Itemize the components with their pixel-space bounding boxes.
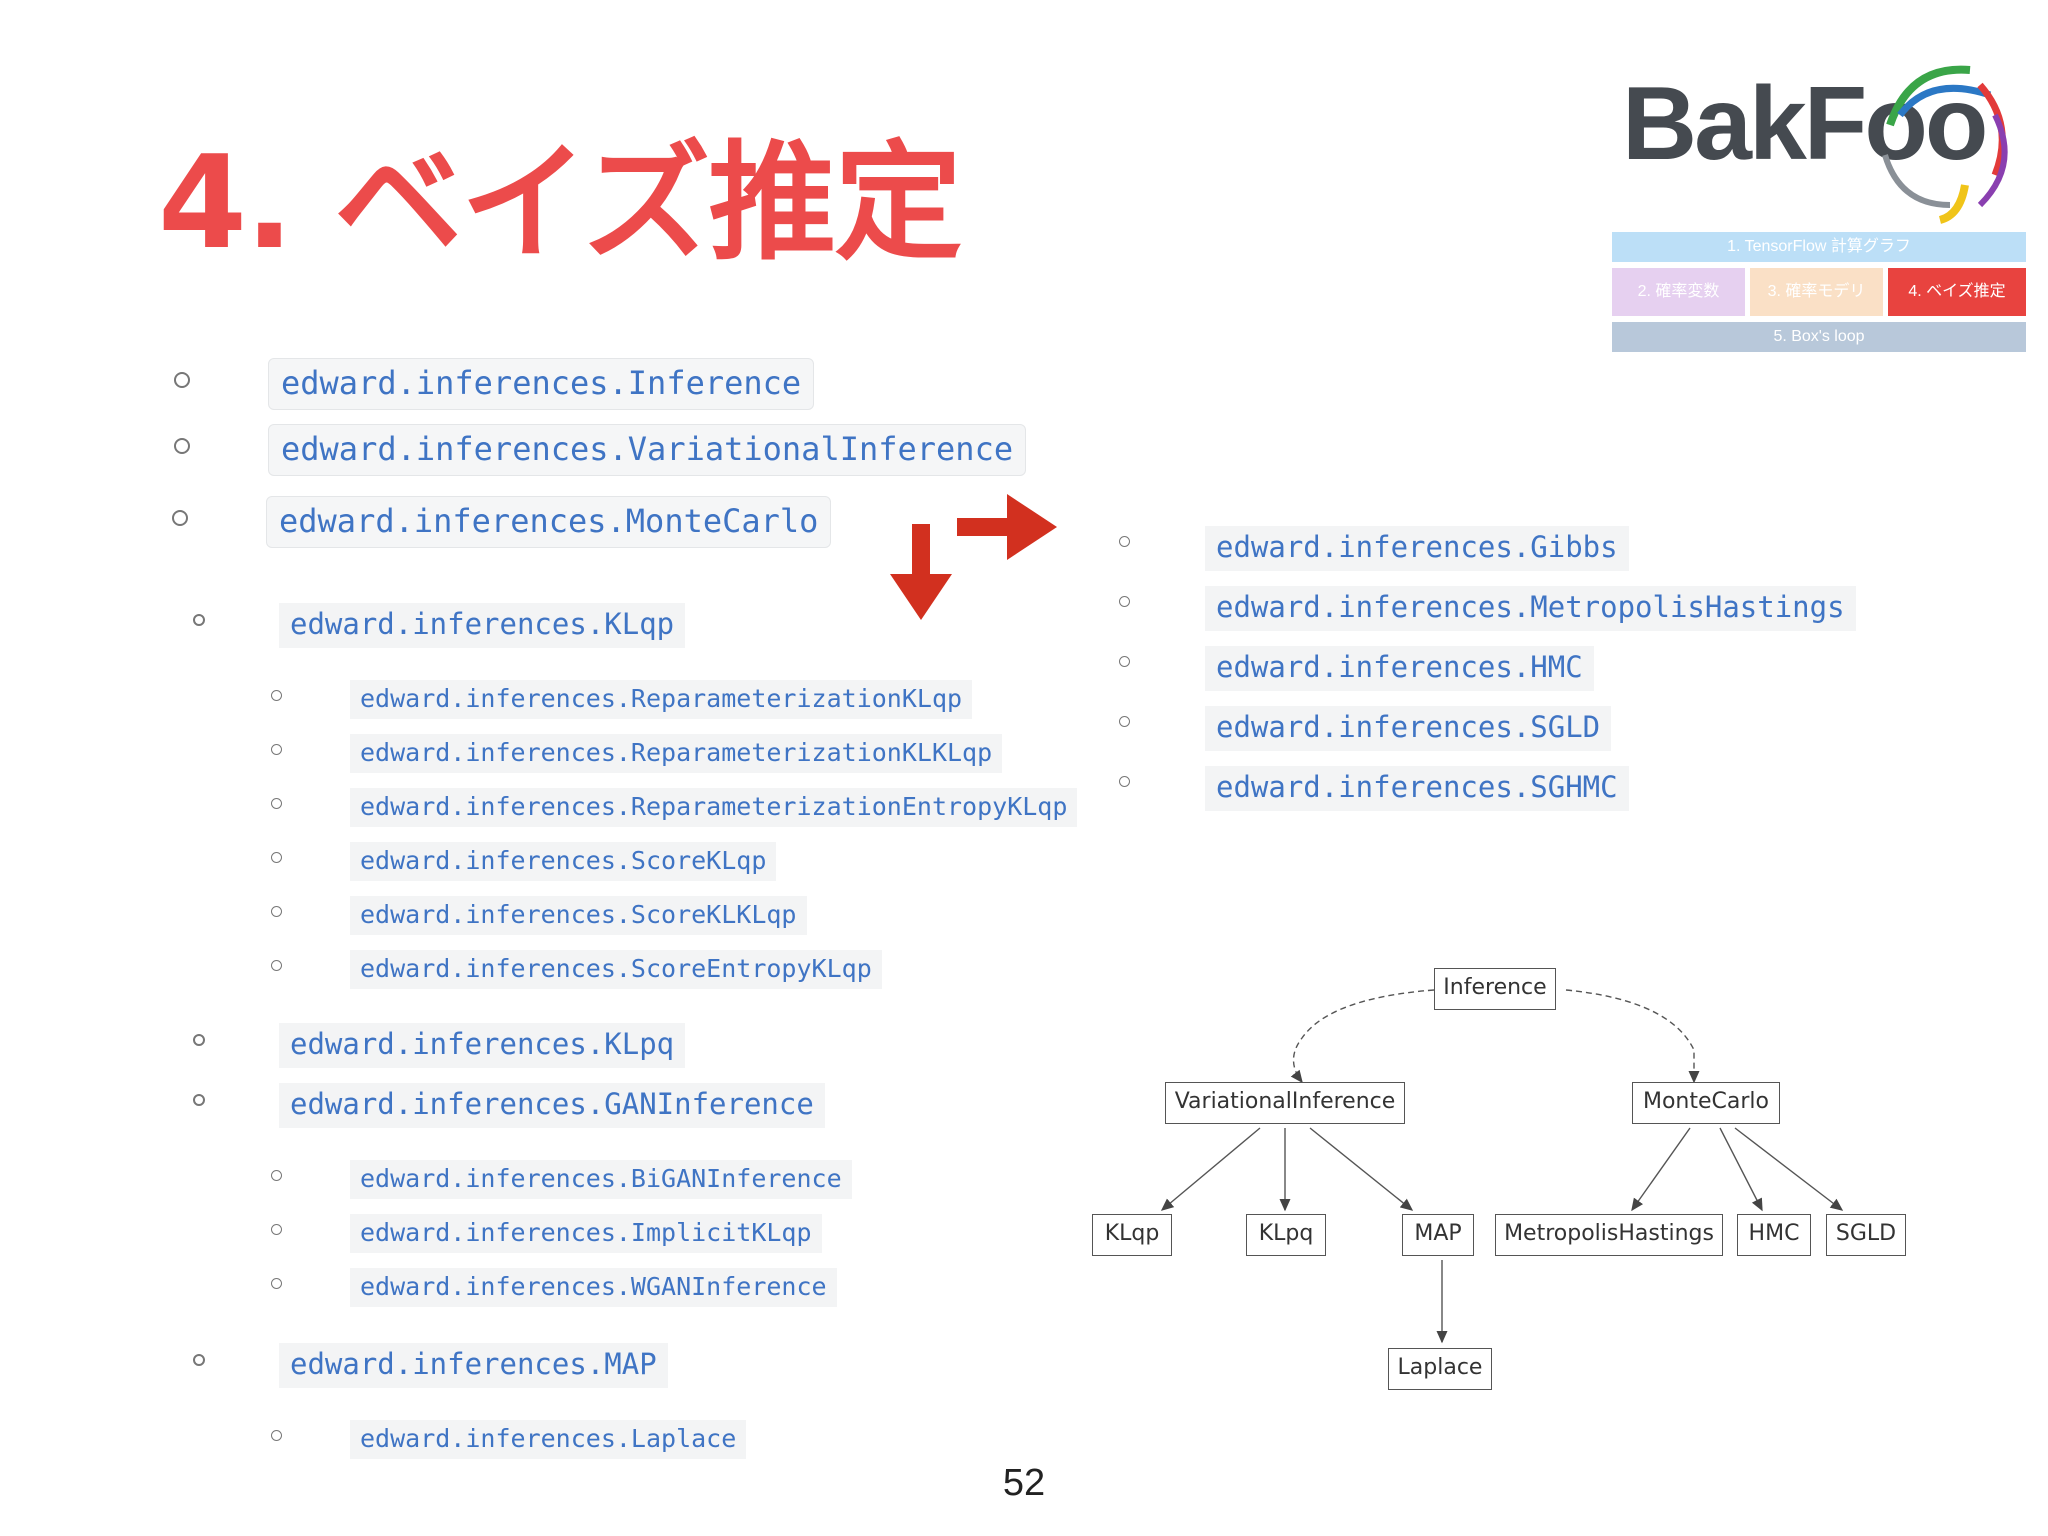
edge-montecarlo-sgld (1734, 1127, 1844, 1211)
bullet (1119, 656, 1130, 667)
code-variational-inference: edward.inferences.VariationalInference (268, 424, 1027, 476)
node-laplace: Laplace (1388, 1348, 1492, 1390)
node-metropolis-hastings: MetropolisHastings (1495, 1214, 1723, 1256)
code-score-klklqp: edward.inferences.ScoreKLKLqp (350, 896, 807, 935)
node-variational-inference: VariationalInference (1165, 1082, 1405, 1124)
node-klpq: KLpq (1246, 1214, 1326, 1256)
edge-montecarlo-hmc (1719, 1127, 1763, 1212)
bullet (271, 1170, 282, 1181)
code-reparameterization-klqp: edward.inferences.ReparameterizationKLqp (350, 680, 973, 719)
code-score-klqp: edward.inferences.ScoreKLqp (350, 842, 777, 881)
bullet (193, 614, 205, 626)
bullet (1119, 716, 1130, 727)
nav-item-probability-models[interactable]: 3. 確率モデリ (1750, 268, 1883, 316)
bullet (193, 1094, 205, 1106)
node-sgld: SGLD (1826, 1214, 1906, 1256)
bullet (271, 1224, 282, 1235)
bullet (1119, 776, 1130, 787)
arrow-down-icon (890, 524, 952, 620)
bullet (271, 798, 282, 809)
logo-swirl-icon (1882, 65, 2008, 224)
code-bigan-inference: edward.inferences.BiGANInference (350, 1160, 852, 1199)
bullet (1119, 596, 1130, 607)
bullet (193, 1354, 205, 1366)
code-gan-inference: edward.inferences.GANInference (279, 1083, 825, 1128)
nav-item-tensorflow[interactable]: 1. TensorFlow 計算グラフ (1612, 232, 2026, 262)
code-laplace: edward.inferences.Laplace (350, 1420, 747, 1459)
bullet (172, 510, 188, 526)
nav-item-bayesian-inference[interactable]: 4. ベイズ推定 (1888, 268, 2026, 316)
bullet (271, 1278, 282, 1289)
code-sghmc: edward.inferences.SGHMC (1205, 766, 1629, 811)
inference-diagram-edges (1160, 989, 1844, 1344)
code-klqp: edward.inferences.KLqp (279, 603, 686, 648)
node-klqp: KLqp (1092, 1214, 1172, 1256)
code-hmc: edward.inferences.HMC (1205, 646, 1594, 691)
edge-montecarlo-mh (1631, 1127, 1691, 1212)
code-klpq: edward.inferences.KLpq (279, 1023, 686, 1068)
bullet (271, 744, 282, 755)
nav-item-random-variables[interactable]: 2. 確率変数 (1612, 268, 1745, 316)
code-reparameterization-klklqp: edward.inferences.ReparameterizationKLKL… (350, 734, 1003, 773)
bullet (193, 1034, 205, 1046)
bullet (271, 906, 282, 917)
nav-item-boxs-loop[interactable]: 5. Box's loop (1612, 322, 2026, 352)
code-sgld: edward.inferences.SGLD (1205, 706, 1612, 751)
bullet (271, 960, 282, 971)
bullet (271, 690, 282, 701)
code-wgan-inference: edward.inferences.WGANInference (350, 1268, 837, 1307)
code-metropolis-hastings: edward.inferences.MetropolisHastings (1205, 586, 1856, 631)
bullet (1119, 536, 1130, 547)
node-hmc: HMC (1737, 1214, 1811, 1256)
bullet (174, 438, 190, 454)
code-inference: edward.inferences.Inference (268, 358, 815, 410)
edge-variational-map (1309, 1127, 1414, 1211)
bullet (174, 372, 190, 388)
arrow-right-icon (957, 494, 1057, 560)
code-score-entropy-klqp: edward.inferences.ScoreEntropyKLqp (350, 950, 882, 989)
bullet (271, 1430, 282, 1441)
code-implicit-klqp: edward.inferences.ImplicitKLqp (350, 1214, 822, 1253)
logo-text: BakFoo (1622, 66, 1988, 182)
code-montecarlo: edward.inferences.MonteCarlo (266, 496, 832, 548)
node-inference: Inference (1434, 968, 1556, 1010)
node-montecarlo: MonteCarlo (1632, 1082, 1780, 1124)
edge-inference-montecarlo (1565, 989, 1700, 1084)
code-map: edward.inferences.MAP (279, 1343, 668, 1388)
red-arrows (890, 494, 1057, 620)
page-number: 52 (1002, 1462, 1046, 1504)
bullet (271, 852, 282, 863)
code-gibbs: edward.inferences.Gibbs (1205, 526, 1629, 571)
edge-inference-variational (1290, 989, 1435, 1084)
node-map: MAP (1402, 1214, 1474, 1256)
slide-title: 4. ベイズ推定 (158, 129, 962, 278)
edge-variational-klqp (1160, 1127, 1261, 1211)
code-reparameterization-entropy-klqp: edward.inferences.ReparameterizationEntr… (350, 788, 1078, 827)
